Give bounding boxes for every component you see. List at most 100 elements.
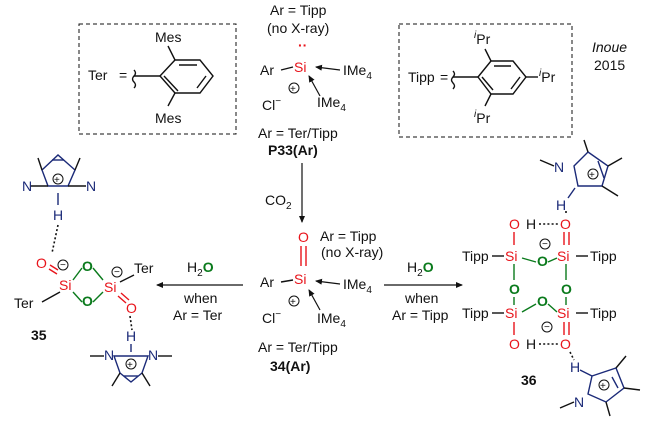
svg-text:+: +: [589, 170, 595, 181]
c34-condition-xray: (no X-ray): [321, 244, 383, 260]
c36-tipp-lower-left: Tipp: [462, 305, 489, 321]
c36-tipp-upper-left: Tipp: [462, 248, 489, 264]
c35-oxygen-top: O: [36, 255, 47, 271]
c36-tipp-lower-right: Tipp: [590, 305, 617, 321]
ter-definition-box: Ter = Mes Mes: [78, 23, 237, 135]
c36-imidazolium-top: + N H: [539, 139, 623, 213]
c36-oh-bottom-h: H: [526, 336, 536, 352]
svg-text:H: H: [556, 197, 566, 213]
svg-text:O: O: [82, 258, 93, 274]
svg-text:N: N: [148, 347, 158, 363]
p33-plus-charge: [288, 82, 300, 94]
svg-text:−: −: [114, 267, 120, 278]
c35-label: 35: [31, 327, 47, 343]
svg-text:−: −: [60, 260, 66, 271]
c34-condition-ar: Ar = Tipp: [320, 228, 377, 244]
c36-si-lower-right: Si: [557, 305, 569, 321]
ter-wavy-bond: [131, 69, 137, 89]
svg-text:N: N: [86, 178, 96, 194]
ter-mes-top: Mes: [155, 29, 181, 45]
p33-ime4-right: IMe4: [343, 62, 372, 82]
svg-text:N: N: [554, 159, 564, 175]
svg-text:+: +: [600, 381, 606, 392]
compound-35: N N + H O Si Si O O − − Ter Ter O 35: [14, 154, 172, 387]
c34-silicon: Si: [294, 271, 306, 287]
tipp-ipr-bottom: iPr: [474, 109, 491, 126]
right-condition: Ar = Tipp: [392, 307, 449, 323]
svg-text:+: +: [290, 84, 296, 95]
svg-text:O: O: [82, 293, 93, 309]
svg-text:O: O: [561, 281, 572, 297]
c36-label: 36: [521, 372, 537, 388]
p33-silicon: Si: [294, 59, 306, 75]
c34-oxygen: O: [298, 229, 309, 245]
svg-text:+: +: [54, 175, 60, 186]
left-condition: Ar = Ter: [173, 307, 222, 323]
c34-chloride: Cl−: [262, 309, 281, 326]
p33-chloride: Cl−: [262, 96, 281, 113]
svg-text:H: H: [126, 328, 136, 344]
svg-text:N: N: [104, 347, 114, 363]
svg-text:−: −: [542, 239, 548, 250]
tipp-ipr-right: iPr: [539, 68, 556, 85]
attribution-author: Inoue: [592, 39, 627, 55]
svg-text:−: −: [544, 322, 550, 333]
ter-mes-bottom: Mes: [155, 110, 181, 126]
c36-si-lower-left: Si: [505, 305, 517, 321]
svg-text:N: N: [574, 394, 584, 410]
svg-text:O: O: [537, 253, 548, 269]
left-reagent: H2O: [187, 259, 214, 279]
attribution-year: 2015: [594, 57, 625, 73]
c34-plus-charge: [288, 295, 300, 307]
right-reagent: H2O: [407, 259, 434, 279]
svg-text:+: +: [127, 360, 133, 371]
p33-lone-pair: ··: [298, 37, 307, 53]
c34-ime4-lower: IMe4: [317, 310, 346, 330]
c35-imidazolium-top: N N + H: [22, 154, 96, 254]
p33-ime4-lower: IMe4: [317, 94, 346, 114]
c34-label: 34(Ar): [270, 358, 310, 374]
right-when: when: [404, 290, 438, 306]
c35-imidazolium-bottom: H + N N: [90, 328, 172, 387]
c34-ime4-right: IMe4: [343, 276, 372, 296]
p33-condition-ar: Ar = Tipp: [270, 2, 327, 18]
tipp-equals: =: [440, 69, 448, 85]
svg-text:N: N: [22, 178, 32, 194]
c36-si-upper-right: Si: [557, 248, 569, 264]
svg-text:O: O: [509, 281, 520, 297]
tipp-wavy-bond: [450, 70, 456, 90]
p33-condition-xray: (no X-ray): [267, 20, 329, 36]
c34-ar-definition: Ar = Ter/Tipp: [258, 339, 338, 355]
svg-text:O: O: [537, 293, 548, 309]
c36-oh-top-o: O: [509, 216, 520, 232]
c35-ter-left: Ter: [14, 295, 34, 311]
compound-36: + N H O H O Si Si Tipp Tipp O − O: [462, 139, 641, 417]
p33-label: P33(Ar): [268, 142, 318, 158]
c36-o-bottom-right: O: [560, 336, 571, 352]
c36-o-top-right: O: [560, 216, 571, 232]
tipp-ipr-top: iPr: [474, 30, 491, 47]
c35-ter-right: Ter: [134, 260, 154, 276]
c36-imidazolium-bottom: H + N: [559, 355, 641, 417]
c36-oh-top-h: H: [526, 216, 536, 232]
ter-label: Ter: [88, 67, 108, 83]
p33-ar-definition: Ar = Ter/Tipp: [258, 125, 338, 141]
p33-ar: Ar: [260, 62, 274, 78]
compound-34: Ar = Tipp (no X-ray) O Ar Si IMe4 + IMe4…: [258, 228, 383, 374]
tipp-definition-box: Tipp = iPr iPr iPr: [398, 23, 573, 138]
svg-text:H: H: [570, 359, 580, 375]
c35-si-left: Si: [59, 277, 71, 293]
co2-reagent: CO2: [265, 192, 292, 212]
c36-si-upper-left: Si: [505, 248, 517, 264]
c36-oh-bottom-o: O: [509, 336, 520, 352]
ter-equals: =: [119, 67, 127, 83]
c36-tipp-upper-right: Tipp: [590, 248, 617, 264]
c34-ar: Ar: [260, 274, 274, 290]
c35-oxygen-bottom: O: [126, 300, 137, 316]
left-when: when: [183, 290, 217, 306]
svg-text:H: H: [53, 207, 63, 223]
c35-si-right: Si: [104, 279, 116, 295]
svg-text:+: +: [290, 297, 296, 308]
tipp-label: Tipp: [408, 69, 435, 85]
